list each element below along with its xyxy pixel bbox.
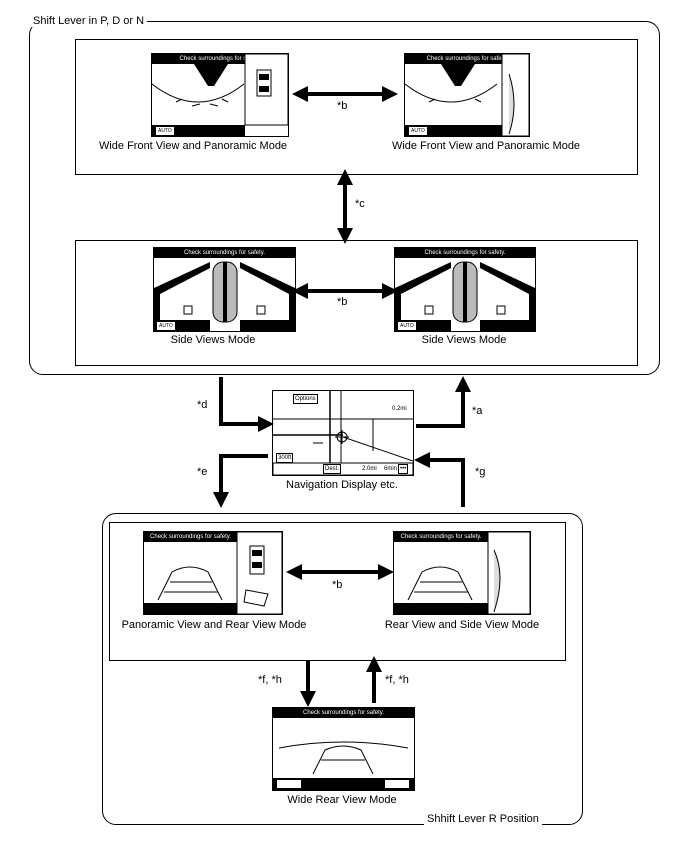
screen-wide-front-panoramic-1: Check surroundings for safety. AUTO <box>151 53 289 137</box>
auto-chip: AUTO <box>156 127 174 135</box>
arrow-d <box>219 377 274 432</box>
arrow-a <box>416 376 471 428</box>
check-message: Check surroundings for safety. <box>152 54 288 64</box>
annotation-d: *d <box>197 399 208 411</box>
caption-side-views-1: Side Views Mode <box>170 334 256 346</box>
check-message: Check surroundings for safety. <box>405 54 529 64</box>
nav-map-illustration <box>273 391 413 475</box>
caption-rear-side: Rear View and Side View Mode <box>384 619 540 631</box>
annotation-a: *a <box>472 405 483 417</box>
annotation-f-down: *f, *h <box>258 674 282 686</box>
auto-chip: AUTO <box>157 322 175 330</box>
screen-side-views-1: Check surroundings for safety. AUTO <box>153 247 296 332</box>
arrow-e <box>213 454 268 508</box>
wide-front-illustration <box>152 54 288 126</box>
auto-chip: AUTO <box>398 322 416 330</box>
nav-scale: 300ft <box>276 453 294 463</box>
nav-trip-distance: 2.0mi <box>361 465 378 473</box>
annotation-f-up: *f, *h <box>385 674 409 686</box>
side-views-illustration <box>395 261 535 331</box>
nav-dest-button[interactable]: Dest. <box>323 464 342 474</box>
caption-navigation: Navigation Display etc. <box>286 479 398 491</box>
screen-panoramic-rear: Check surroundings for safety. <box>143 531 283 615</box>
auto-chip: AUTO <box>409 127 427 135</box>
wide-front-side-illustration <box>405 54 529 136</box>
check-message: Check surroundings for safety. <box>144 532 237 542</box>
caption-side-views-2: Side Views Mode <box>421 334 507 346</box>
rear-side-illustration <box>407 532 530 614</box>
annotation-b-side: *b <box>337 296 348 308</box>
annotation-b-top: *b <box>337 100 348 112</box>
annotation-b-rear: *b <box>332 579 343 591</box>
caption-wide-front-1: Wide Front View and Panoramic Mode <box>98 140 288 152</box>
caption-wide-rear: Wide Rear View Mode <box>287 794 397 806</box>
screen-wide-rear: Check surroundings for safety. <box>272 707 415 791</box>
caption-panoramic-rear: Panoramic View and Rear View Mode <box>121 619 307 631</box>
caption-wide-front-2: Wide Front View and Panoramic Mode <box>391 140 581 152</box>
check-message: Check surroundings for safety. <box>154 248 295 258</box>
check-message: Check surroundings for safety. <box>395 248 535 258</box>
arrow-g <box>414 452 465 507</box>
group-shift-r <box>102 513 583 825</box>
group-shift-pdn <box>29 21 660 375</box>
screen-navigation: Options 0.2mi 300ft Dest. 2.0mi 6min ••• <box>272 390 414 476</box>
wide-rear-illustration <box>273 741 414 790</box>
annotation-c: *c <box>355 198 365 210</box>
screen-side-views-2: Check surroundings for safety. AUTO <box>394 247 536 332</box>
nav-distance: 0.2mi <box>391 405 408 413</box>
screen-rear-side: Check surroundings for safety. <box>393 531 531 615</box>
screen-wide-front-panoramic-2: Check surroundings for safety. AUTO <box>404 53 530 137</box>
nav-more-button[interactable]: ••• <box>398 464 409 474</box>
annotation-g: *g <box>475 466 486 478</box>
nav-options-button[interactable]: Options <box>293 394 318 404</box>
group-label-shift-pdn: Shift Lever in P, D or N <box>30 15 148 27</box>
annotation-e: *e <box>197 466 208 478</box>
side-views-illustration <box>154 261 295 331</box>
panoramic-rear-illustration <box>157 532 282 614</box>
group-label-shift-r: Shhift Lever R Position <box>424 813 542 825</box>
check-message: Check surroundings for safety. <box>273 708 414 718</box>
check-message: Check surroundings for safety. <box>394 532 488 542</box>
nav-eta: 6min <box>383 465 399 473</box>
